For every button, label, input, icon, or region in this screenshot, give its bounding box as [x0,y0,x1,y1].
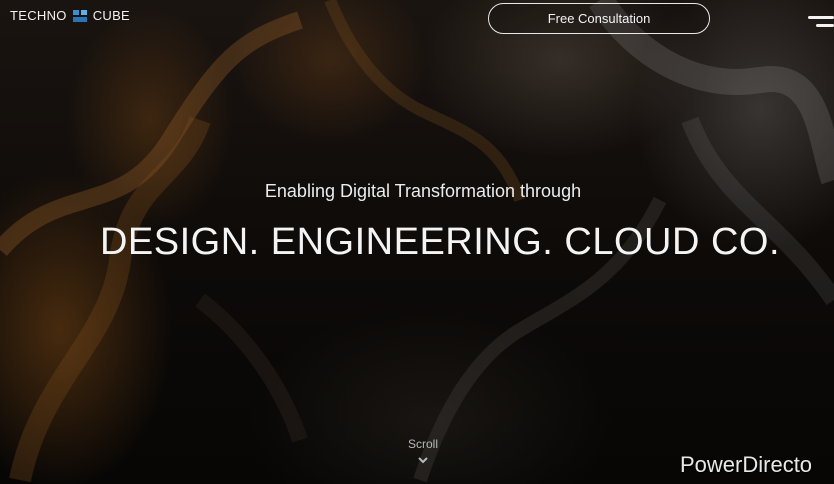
scroll-indicator[interactable]: Scroll [383,437,463,465]
hero-tagline: Enabling Digital Transformation through [264,181,582,201]
logo-text-left: TECHNO [10,8,67,23]
logo-text-right: CUBE [92,8,131,23]
chevron-down-icon [418,457,428,464]
hero-headline: DESIGN. ENGINEERING. CLOUD CO. [99,221,781,263]
cube-logo-icon [72,9,87,22]
video-watermark: PowerDirecto [680,452,813,477]
hamburger-menu-icon[interactable] [806,12,834,32]
scroll-label: Scroll [407,437,438,451]
free-consultation-button[interactable]: Free Consultation [488,3,710,34]
brand-logo[interactable]: TECHNO CUBE [10,8,130,23]
